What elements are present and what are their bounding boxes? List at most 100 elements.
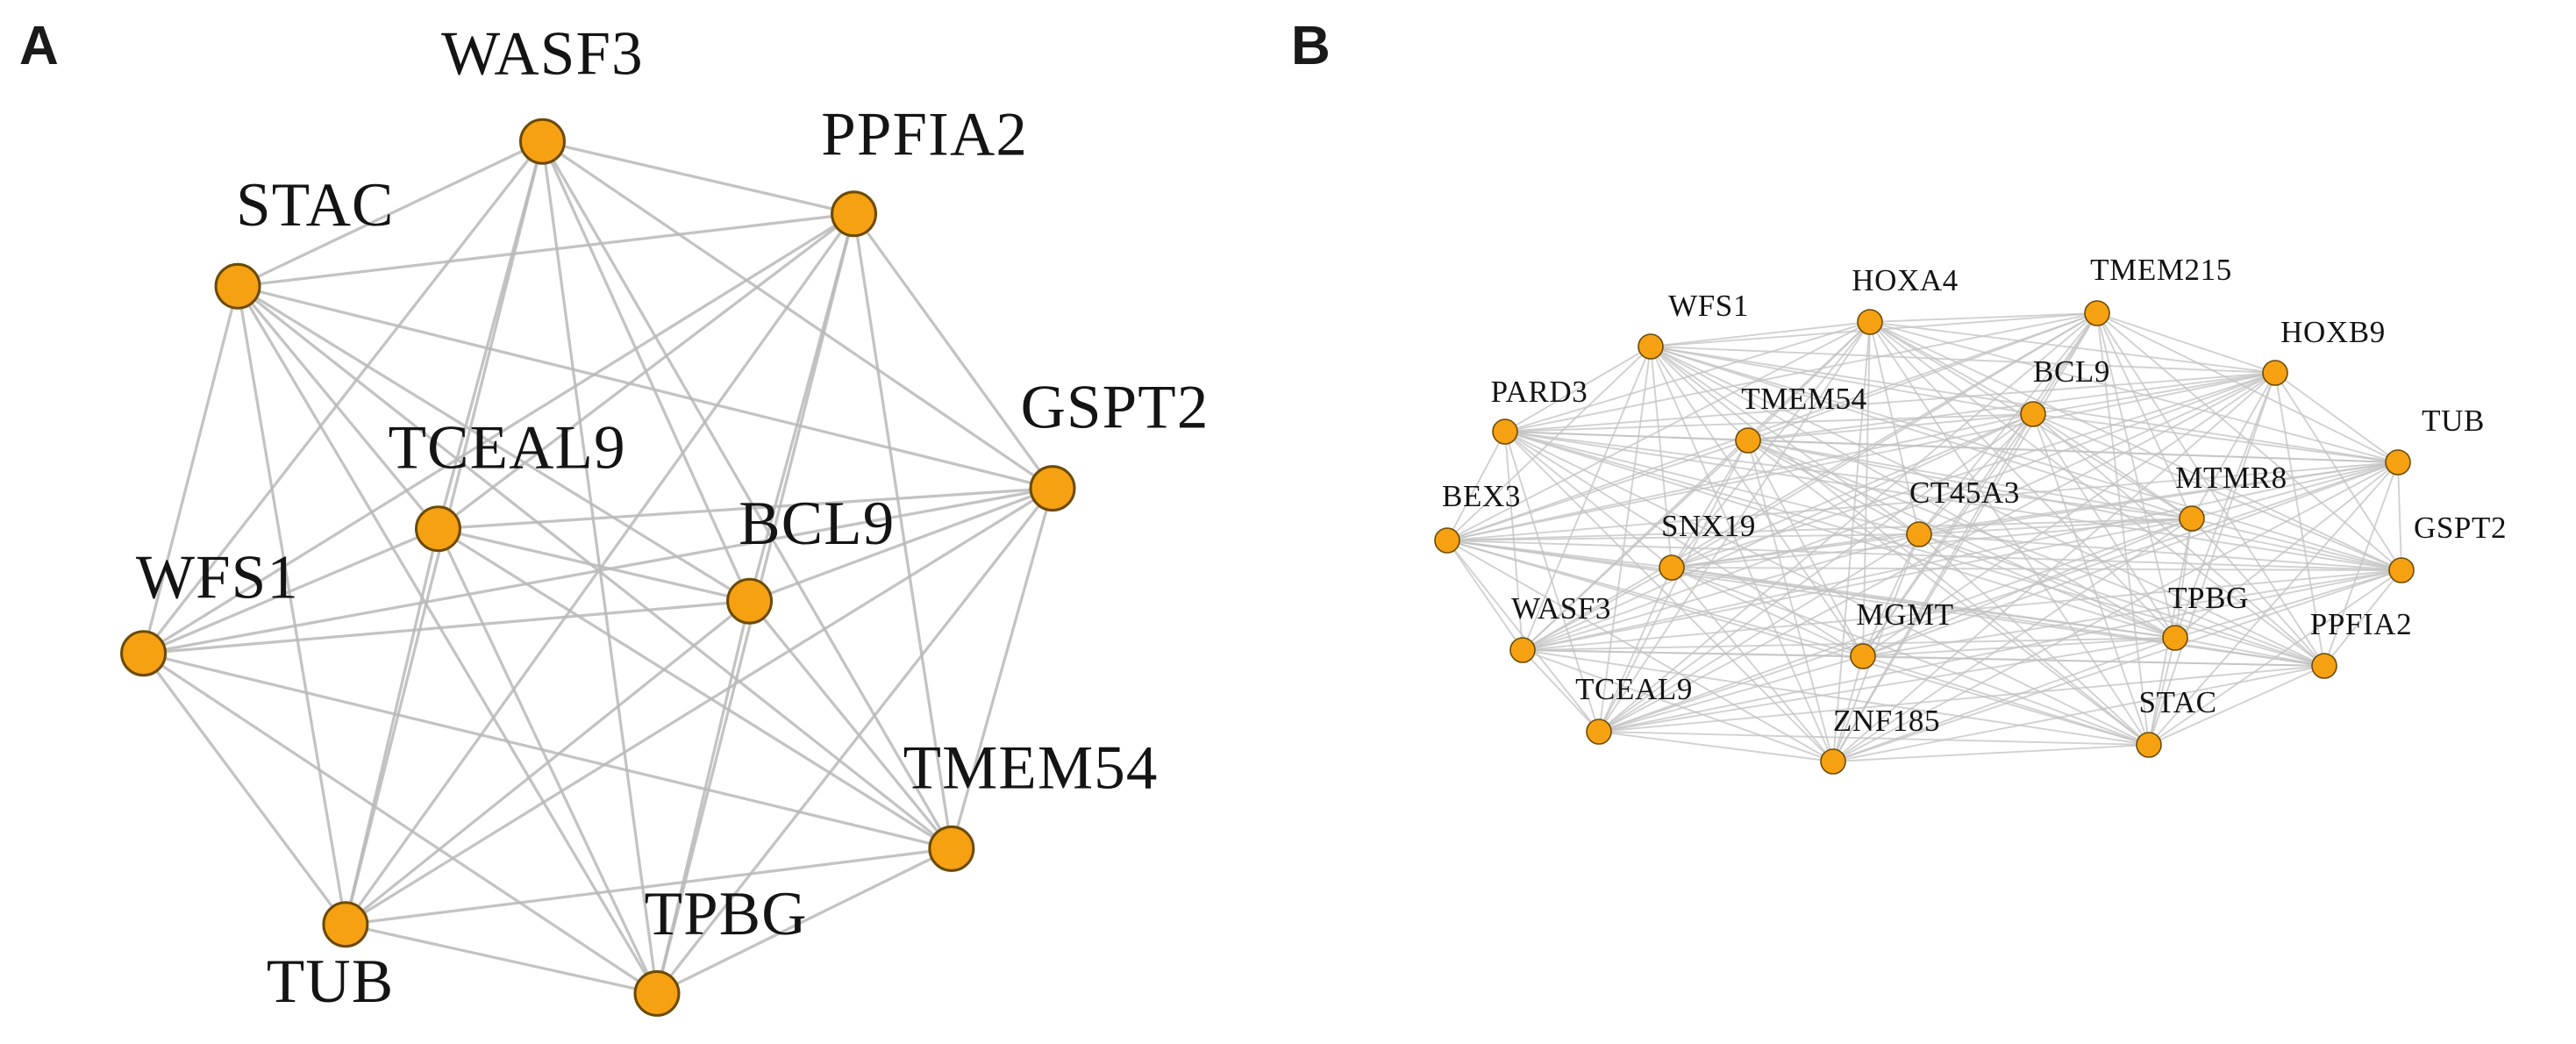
graph-node-tub[interactable]: TUB bbox=[2385, 404, 2485, 476]
graph-edge bbox=[1598, 533, 1920, 733]
graph-edge bbox=[143, 652, 953, 850]
node-circle-icon[interactable] bbox=[726, 577, 774, 625]
graph-node-ct45a3[interactable]: CT45A3 bbox=[1906, 476, 2020, 547]
graph-node-wasf3[interactable]: WASF3 bbox=[1509, 591, 1611, 663]
node-circle-icon[interactable] bbox=[1659, 554, 1685, 581]
graph-node-wfs1[interactable]: WFS1 bbox=[120, 543, 299, 677]
node-circle-icon[interactable] bbox=[214, 262, 261, 310]
node-circle-icon[interactable] bbox=[2136, 732, 2162, 758]
graph-node-bex3[interactable]: BEX3 bbox=[1434, 479, 1521, 554]
node-circle-icon[interactable] bbox=[633, 969, 681, 1017]
node-circle-icon[interactable] bbox=[1906, 521, 1932, 547]
graph-edge bbox=[1832, 665, 2325, 762]
graph-edge bbox=[1918, 533, 2402, 571]
graph-edge bbox=[1832, 413, 2034, 762]
node-label-wfs1: WFS1 bbox=[1668, 289, 1749, 323]
node-circle-icon[interactable] bbox=[1492, 418, 1518, 445]
graph-edge bbox=[1747, 440, 1920, 535]
node-circle-icon[interactable] bbox=[518, 118, 566, 165]
node-circle-icon[interactable] bbox=[1638, 333, 1664, 360]
graph-edge bbox=[852, 213, 953, 849]
node-label-mtmr8: MTMR8 bbox=[2175, 461, 2287, 495]
graph-node-tpbg[interactable]: TPBG bbox=[2162, 581, 2249, 651]
node-circle-icon[interactable] bbox=[1586, 719, 1612, 745]
graph-node-mgmt[interactable]: MGMT bbox=[1850, 597, 1954, 669]
graph-node-hoxa4[interactable]: HOXA4 bbox=[1852, 263, 1959, 335]
graph-edge bbox=[1747, 440, 2193, 519]
node-circle-icon[interactable] bbox=[2162, 625, 2188, 651]
graph-edge bbox=[1869, 321, 2276, 374]
graph-edge bbox=[541, 140, 953, 850]
graph-edge bbox=[1671, 518, 2193, 568]
graph-edge bbox=[1650, 346, 2402, 571]
graph-edge bbox=[2032, 413, 2193, 519]
node-circle-icon[interactable] bbox=[2385, 449, 2411, 476]
graph-edge bbox=[1832, 744, 2150, 762]
graph-edge bbox=[853, 212, 1054, 490]
graph-node-ppfia2[interactable]: PPFIA2 bbox=[2310, 607, 2412, 679]
graph-edge bbox=[2274, 372, 2325, 667]
graph-node-bcl9[interactable]: BCL9 bbox=[726, 490, 896, 625]
node-circle-icon[interactable] bbox=[1735, 427, 1761, 454]
graph-node-tpbg[interactable]: TPBG bbox=[633, 880, 808, 1017]
graph-node-ppfia2[interactable]: PPFIA2 bbox=[821, 101, 1028, 238]
graph-edge bbox=[1522, 312, 2098, 651]
graph-node-tceal9[interactable]: TCEAL9 bbox=[1575, 672, 1693, 745]
node-circle-icon[interactable] bbox=[2262, 360, 2288, 386]
graph-edge bbox=[1522, 440, 1749, 651]
graph-node-stac[interactable]: STAC bbox=[214, 171, 394, 310]
node-circle-icon[interactable] bbox=[1029, 465, 1076, 512]
node-label-wasf3: WASF3 bbox=[1511, 591, 1611, 626]
graph-node-gspt2[interactable]: GSPT2 bbox=[2388, 511, 2507, 583]
node-circle-icon[interactable] bbox=[2084, 300, 2110, 326]
graph-edge bbox=[1832, 518, 2193, 762]
node-circle-icon[interactable] bbox=[928, 825, 975, 872]
graph-node-wfs1[interactable]: WFS1 bbox=[1638, 289, 1749, 360]
node-circle-icon[interactable] bbox=[1434, 527, 1460, 554]
graph-edge bbox=[1446, 413, 2034, 541]
graph-node-snx19[interactable]: SNX19 bbox=[1659, 509, 1756, 581]
graph-node-tmem54[interactable]: TMEM54 bbox=[903, 733, 1159, 872]
node-label-gspt2: GSPT2 bbox=[2414, 511, 2507, 545]
graph-node-tub[interactable]: TUB bbox=[267, 901, 394, 1016]
graph-node-mtmr8[interactable]: MTMR8 bbox=[2175, 461, 2287, 532]
graph-edge bbox=[2191, 372, 2276, 519]
graph-edge bbox=[1598, 346, 1652, 733]
node-circle-icon[interactable] bbox=[2388, 557, 2415, 583]
graph-node-hoxb9[interactable]: HOXB9 bbox=[2262, 315, 2386, 386]
node-circle-icon[interactable] bbox=[1857, 309, 1883, 335]
graph-node-znf185[interactable]: ZNF185 bbox=[1820, 704, 1940, 775]
graph-edge bbox=[1869, 321, 2034, 415]
node-label-bcl9: BCL9 bbox=[739, 490, 895, 558]
graph-edge bbox=[1446, 440, 1749, 541]
graph-node-tceal9[interactable]: TCEAL9 bbox=[389, 414, 626, 553]
graph-edge bbox=[950, 488, 1054, 849]
graph-node-stac[interactable]: STAC bbox=[2136, 685, 2217, 758]
node-circle-icon[interactable] bbox=[414, 505, 461, 553]
graph-node-bcl9[interactable]: BCL9 bbox=[2020, 354, 2110, 427]
node-label-tmem54: TMEM54 bbox=[1741, 382, 1867, 416]
node-circle-icon[interactable] bbox=[2311, 653, 2337, 679]
node-circle-icon[interactable] bbox=[2179, 505, 2205, 532]
graph-node-tmem54[interactable]: TMEM54 bbox=[1735, 382, 1867, 454]
node-circle-icon[interactable] bbox=[322, 901, 369, 948]
graph-edge bbox=[237, 284, 751, 603]
graph-edge bbox=[1671, 567, 1834, 762]
graph-node-gspt2[interactable]: GSPT2 bbox=[1021, 374, 1210, 512]
node-circle-icon[interactable] bbox=[831, 190, 878, 238]
graph-node-pard3[interactable]: PARD3 bbox=[1491, 375, 1588, 445]
node-label-tmem54: TMEM54 bbox=[903, 733, 1159, 802]
node-circle-icon[interactable] bbox=[2020, 401, 2046, 427]
graph-node-wasf3[interactable]: WASF3 bbox=[441, 19, 644, 165]
graph-node-tmem215[interactable]: TMEM215 bbox=[2084, 253, 2232, 326]
graph-edge bbox=[1918, 518, 2193, 535]
graph-edge bbox=[1522, 569, 2402, 651]
node-circle-icon[interactable] bbox=[1820, 748, 1846, 775]
node-circle-icon[interactable] bbox=[1509, 637, 1536, 663]
graph-edge bbox=[1650, 321, 1871, 347]
node-circle-icon[interactable] bbox=[1850, 643, 1876, 669]
node-label-pard3: PARD3 bbox=[1491, 375, 1588, 409]
node-circle-icon[interactable] bbox=[120, 630, 168, 677]
node-label-wfs1: WFS1 bbox=[136, 543, 299, 611]
